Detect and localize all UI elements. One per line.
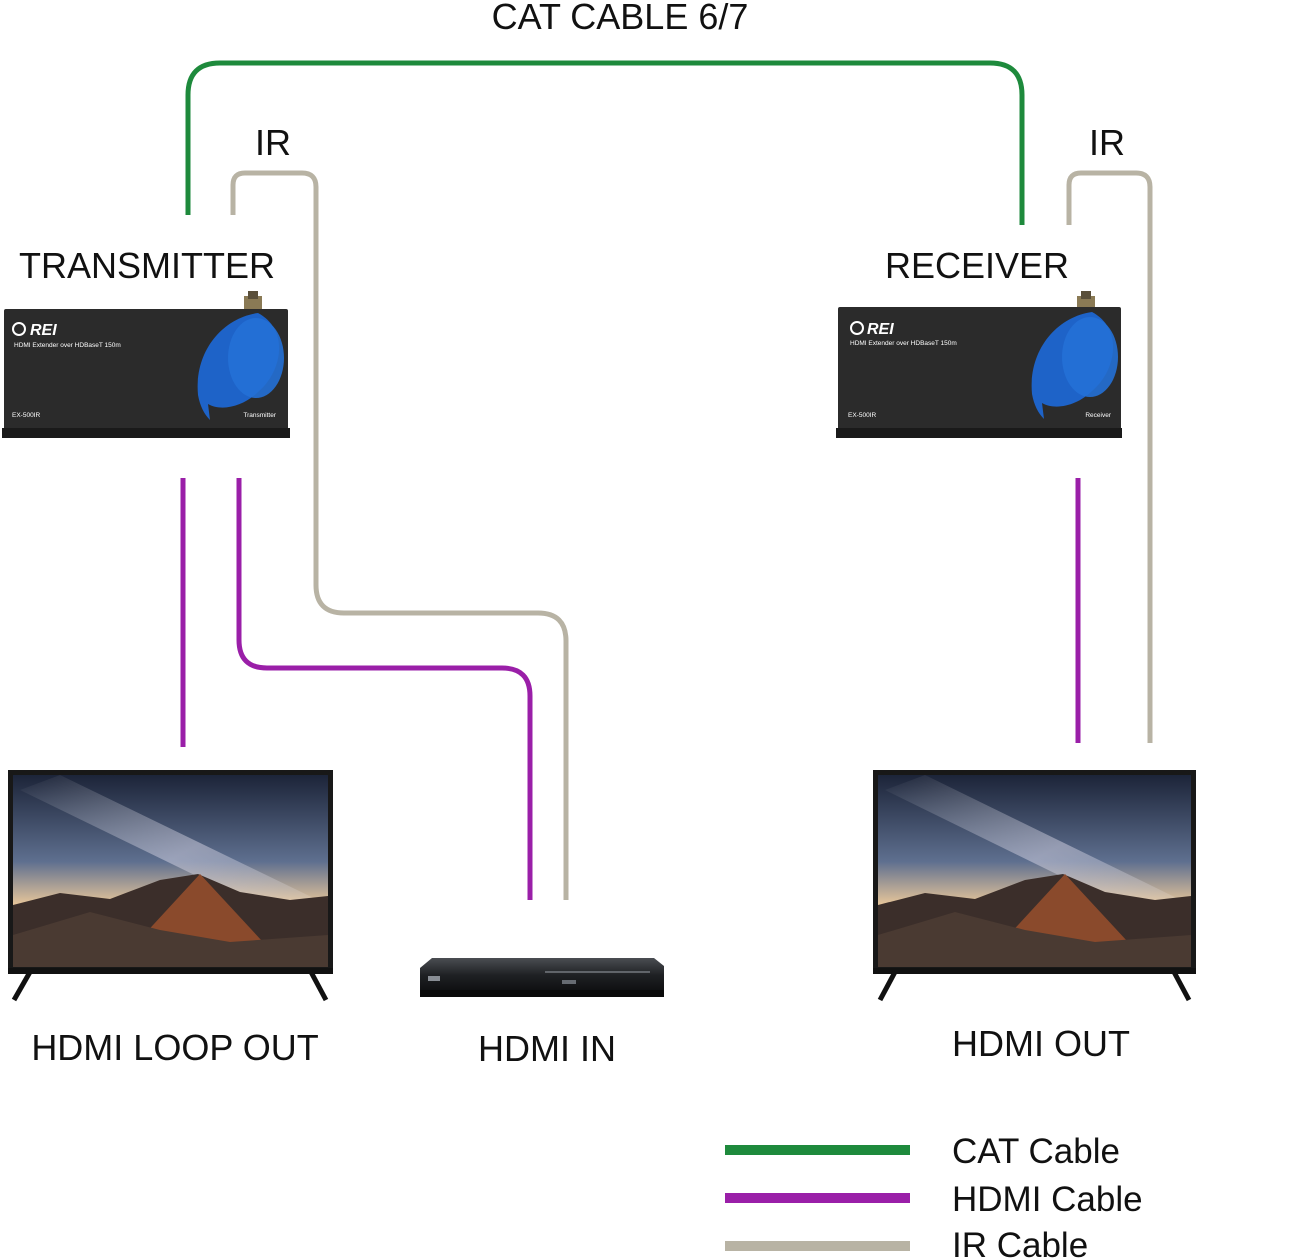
- dvd-player: [420, 958, 664, 997]
- receiver-role: Receiver: [1085, 412, 1111, 419]
- transmitter-device: REI HDMI Extender over HDBaseT 150m EX-5…: [2, 291, 290, 438]
- legend-label-ir: IR Cable: [952, 1226, 1088, 1260]
- ir-cable-transmitter: [230, 170, 569, 900]
- ir-label-transmitter: IR: [255, 122, 291, 163]
- ir-label-receiver: IR: [1089, 122, 1125, 163]
- hdmi-cable-in: [236, 478, 533, 900]
- receiver-logo-icon: [850, 321, 864, 335]
- transmitter-role: Transmitter: [243, 412, 276, 419]
- receiver-subtitle: HDMI Extender over HDBaseT 150m: [850, 340, 957, 347]
- legend-label-cat: CAT Cable: [952, 1132, 1120, 1171]
- hdmi-loop-out-label: HDMI LOOP OUT: [31, 1027, 318, 1068]
- ir-cable-receiver: [1066, 170, 1153, 743]
- receiver-device: REI HDMI Extender over HDBaseT 150m EX-5…: [836, 291, 1122, 438]
- transmitter-logo-icon: [12, 322, 26, 336]
- legend: CAT Cable HDMI Cable IR Cable: [725, 1132, 1143, 1260]
- tv-hdmi-out: [873, 770, 1196, 1002]
- transmitter-subtitle: HDMI Extender over HDBaseT 150m: [14, 342, 121, 349]
- transmitter-label: TRANSMITTER: [19, 245, 275, 286]
- receiver-label: RECEIVER: [885, 245, 1069, 286]
- cat-cable-label: CAT CABLE 6/7: [492, 0, 749, 37]
- hdmi-out-label: HDMI OUT: [952, 1023, 1130, 1064]
- receiver-brand: REI: [867, 321, 894, 338]
- transmitter-model: EX-500IR: [12, 412, 40, 419]
- legend-label-hdmi: HDMI Cable: [952, 1180, 1143, 1219]
- cat-cable-line: [185, 60, 1025, 225]
- tv-loop-out: [8, 770, 333, 1002]
- receiver-model: EX-500IR: [848, 412, 876, 419]
- hdmi-in-label: HDMI IN: [478, 1028, 616, 1069]
- transmitter-brand: REI: [30, 322, 57, 339]
